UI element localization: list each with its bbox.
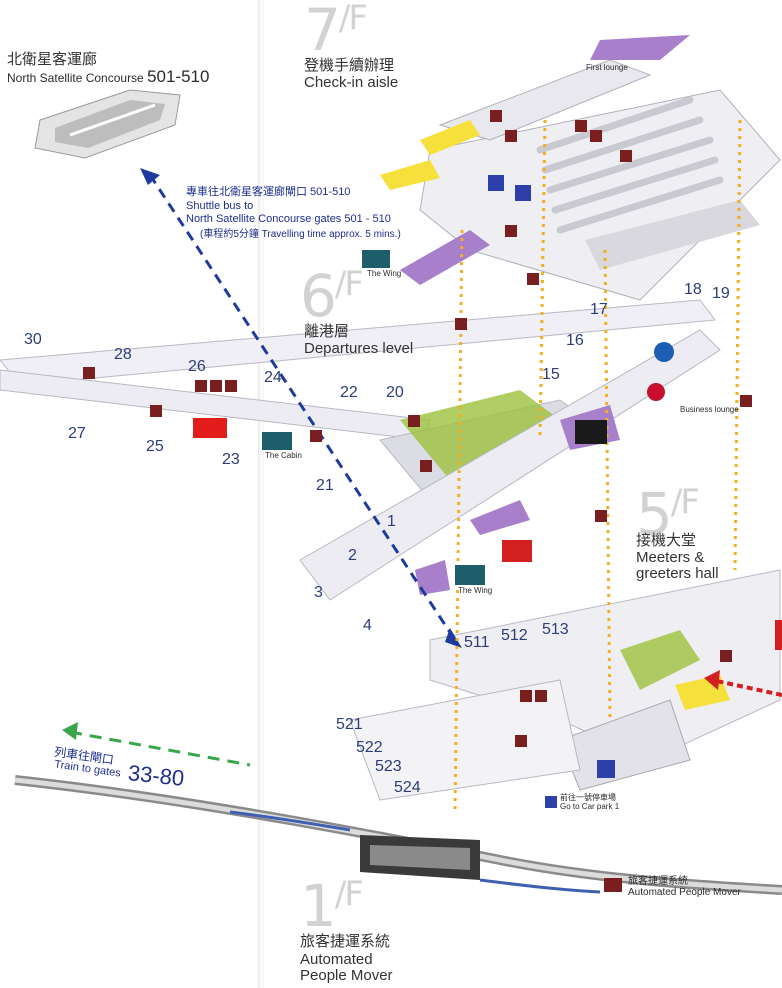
police-icon	[515, 185, 531, 201]
gate-25: 25	[146, 438, 164, 455]
lounge-wing-2: The Wing	[458, 586, 493, 595]
shuttle-zh: 專車往北衛星客運廊閘口 501-510	[186, 186, 351, 198]
carpark-en: Go to Car park 1	[560, 802, 620, 811]
floor-6-number: 6/F	[300, 262, 364, 330]
gate-20: 20	[386, 384, 404, 401]
checkin-aisle-floor	[380, 35, 781, 301]
floor-7-en: Check-in aisle	[304, 74, 399, 91]
gate-28: 28	[114, 346, 132, 363]
gate-511: 511	[464, 634, 490, 651]
facility-icons	[83, 110, 752, 747]
arrival-route	[711, 678, 782, 697]
gate-523: 523	[375, 758, 402, 775]
car-park-icon	[545, 796, 557, 808]
floor-1-zh: 旅客捷運系統	[300, 932, 391, 950]
shop-icon	[193, 418, 227, 438]
north-satellite-gates: 501-510	[147, 67, 210, 86]
floor-1-number: 1/F	[300, 872, 364, 940]
apm-legend-zh: 旅客捷運系統	[628, 876, 688, 887]
lounge-wing-1: The Wing	[367, 269, 402, 278]
floor-1-en-1: Automated	[300, 951, 373, 968]
apm-rail	[14, 775, 782, 895]
gate-15: 15	[542, 366, 560, 383]
shuttle-en-2: North Satellite Concourse gates 501 - 51…	[186, 213, 391, 225]
north-satellite-building	[34, 89, 181, 159]
meeters-hall-floor	[349, 569, 781, 801]
airline-logo-icon	[654, 342, 674, 362]
floor-1-en-2: People Mover	[300, 967, 393, 984]
shuttle-time: (車程約5分鐘 Travelling time approx. 5 mins.)	[200, 229, 401, 240]
cathay-wing-icon	[362, 250, 390, 268]
floor-5-number: 5/F	[636, 480, 700, 548]
lounge-sign-icon	[502, 540, 532, 562]
gate-18: 18	[684, 281, 702, 298]
gate-24: 24	[264, 369, 282, 386]
shuttle-en-1: Shuttle bus to	[186, 200, 254, 212]
gate-512: 512	[501, 627, 528, 644]
north-satellite-en: North Satellite Concourse 501-510	[7, 67, 210, 86]
page-fold	[258, 0, 264, 988]
gate-21: 21	[316, 477, 334, 494]
gate-3: 3	[314, 584, 323, 601]
gate-521: 521	[336, 716, 363, 733]
cathay-cabin-icon	[262, 432, 292, 450]
lounge-cabin: The Cabin	[265, 451, 302, 460]
gate-17: 17	[590, 301, 608, 318]
departures-concourse	[0, 299, 721, 601]
apm-legend-en: Automated People Mover	[628, 887, 741, 898]
carpark-zh: 前往一號停車場	[560, 793, 616, 802]
gate-19: 19	[712, 285, 730, 302]
apm-train-icon	[604, 878, 622, 892]
train-gates: 33-80	[126, 760, 186, 791]
gate-1: 1	[387, 513, 396, 530]
elevator-icon	[597, 760, 615, 778]
info-icon	[488, 175, 504, 191]
gate-27: 27	[68, 425, 86, 442]
floor-6-zh: 離港層	[304, 322, 350, 340]
airline-lounge-icon	[575, 420, 607, 444]
lounge-business: Business lounge	[680, 405, 739, 414]
gate-513: 513	[542, 621, 569, 638]
floor-5-en-1: Meeters &	[636, 549, 705, 566]
shuttle-route	[148, 174, 457, 641]
floor-5-en-2: greeters hall	[636, 565, 719, 582]
gate-16: 16	[566, 332, 584, 349]
floor-6-en: Departures level	[304, 340, 414, 357]
north-satellite-zh: 北衛星客運廊	[7, 50, 98, 68]
gate-23: 23	[222, 451, 240, 468]
floor-7-zh: 登機手續辦理	[304, 56, 395, 74]
gate-26: 26	[188, 358, 206, 375]
gate-22: 22	[340, 384, 358, 401]
gate-2: 2	[348, 547, 357, 564]
edge-sign-icon	[775, 620, 782, 650]
gate-522: 522	[356, 739, 383, 756]
gate-30: 30	[24, 331, 42, 348]
korean-air-icon	[647, 383, 665, 401]
floor-7-number: 7/F	[304, 0, 368, 64]
cathay-wing-icon-2	[455, 565, 485, 585]
gate-4: 4	[363, 617, 372, 634]
lounge-first: First lounge	[586, 63, 628, 72]
train-route	[69, 730, 251, 767]
floor-5-zh: 接機大堂	[636, 531, 697, 549]
gate-524: 524	[394, 779, 421, 796]
